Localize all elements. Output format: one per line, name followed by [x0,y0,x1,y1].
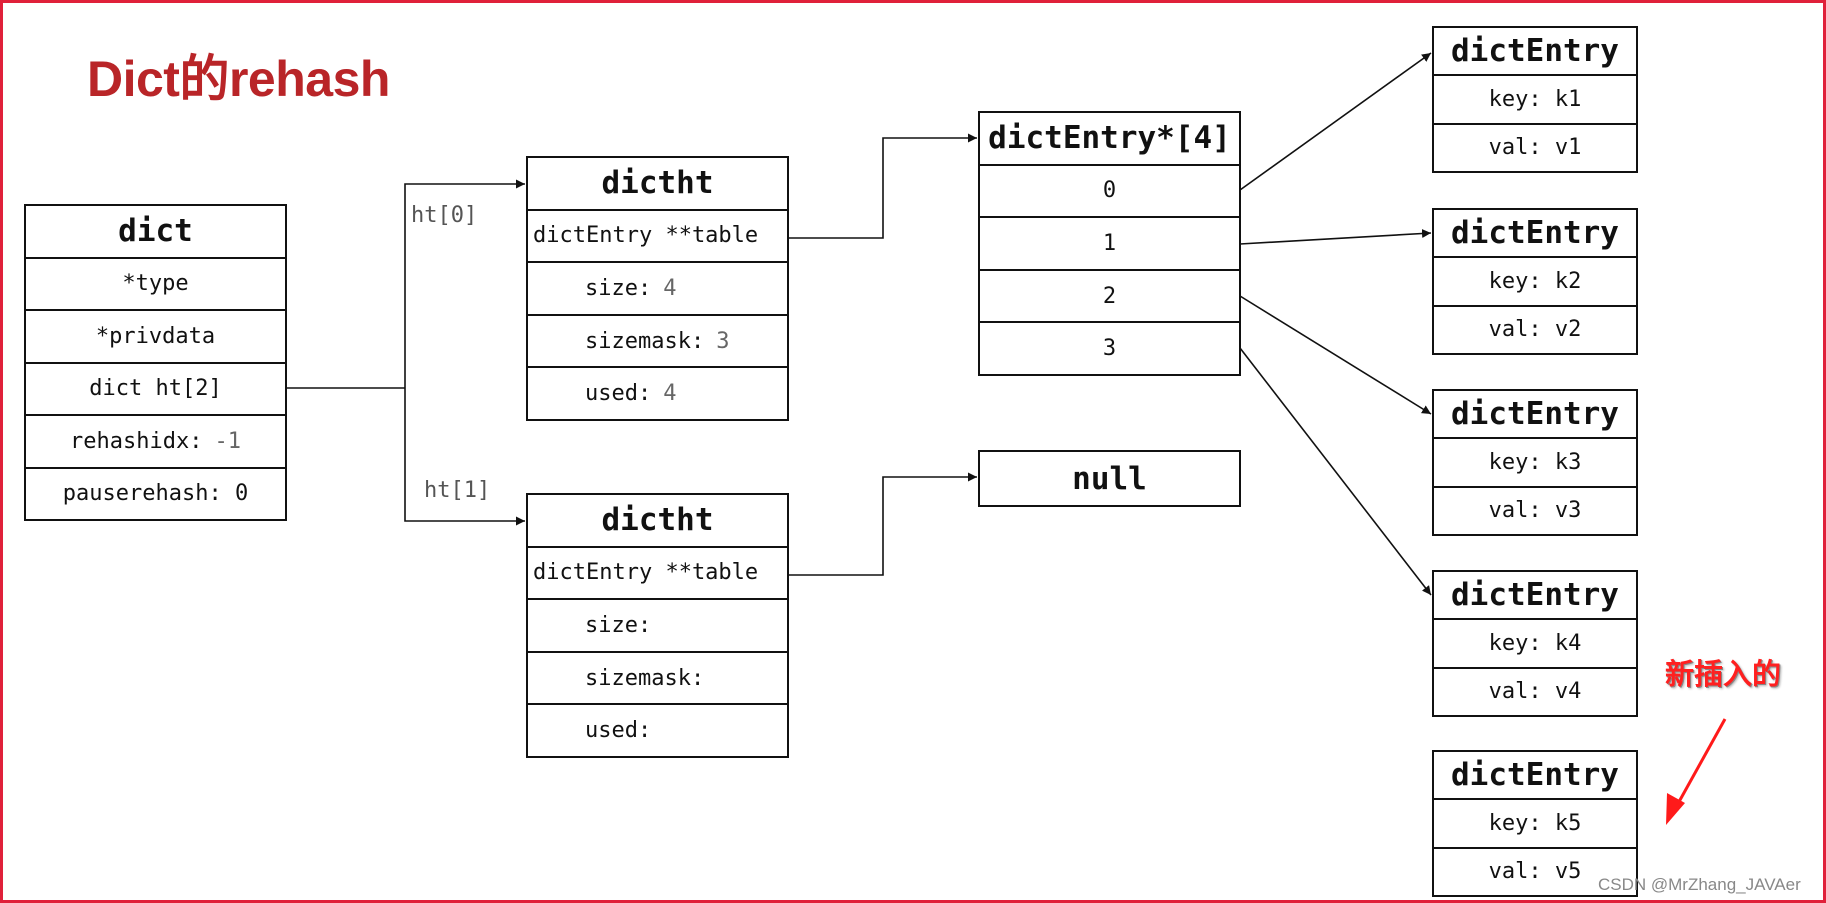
dict-field-ht: dict ht[2] [26,361,285,415]
entry-key: key: k3 [1434,437,1636,485]
dict-field-type: *type [26,256,285,310]
entry-val: val: v3 [1434,485,1636,534]
dictht0-size: size: 4 [528,261,787,314]
entry-key: key: k5 [1434,798,1636,846]
array-slot-1: 1 [980,216,1239,269]
entry-header: dictEntry [1451,757,1619,794]
entry-header: dictEntry [1451,33,1619,70]
dictht0-header: dictht [601,165,714,202]
ht0-arrow [404,179,525,388]
size-value: 4 [663,275,677,301]
array-slot-0: 0 [980,163,1239,217]
rehashidx-value: -1 [214,428,241,454]
dictentry-k4: dictEntry key: k4 val: v4 [1432,570,1638,717]
entry-key: key: k1 [1434,74,1636,122]
null-box: null [978,450,1241,507]
dictht-0: dictht dictEntry **table size: 4 sizemask… [526,156,789,421]
ht0-label: ht[0] [411,203,478,228]
dictentry-k1: dictEntry key: k1 val: v1 [1432,26,1638,173]
array-slot-3: 3 [980,321,1239,374]
dictentry-k3: dictEntry key: k3 val: v3 [1432,389,1638,536]
array-header: dictEntry*[4] [988,120,1231,157]
entry-val: val: v1 [1434,122,1636,171]
dictht1-sizemask: sizemask: [528,650,787,704]
diagram-title: Dict的rehash [87,51,390,107]
sizemask-label: sizemask: [585,328,705,354]
dict-field-pauserehash: pauserehash: 0 [26,466,285,520]
dict-struct: dict *type *privdata dict ht[2] rehashid… [24,204,287,521]
entry-header: dictEntry [1451,215,1619,252]
table1-arrow [788,472,977,576]
slot3-arrow [1239,347,1432,596]
array-slot-2: 2 [980,268,1239,322]
slot1-arrow [1239,229,1432,245]
ht1-arrow [404,388,525,526]
red-arrow-icon [1666,718,1727,825]
dictht0-sizemask: sizemask: 3 [528,313,787,367]
entry-val: val: v4 [1434,666,1636,715]
dictht0-table: dictEntry **table [528,208,787,262]
ht1-label: ht[1] [424,478,491,503]
dictht1-header: dictht [601,502,714,539]
slot2-arrow [1239,295,1432,415]
used-value: 4 [663,381,677,407]
watermark: CSDN @MrZhang_JAVAer [1598,875,1801,894]
dictht1-used: used: [528,703,787,756]
new-insert-note: 新插入的 [1665,657,1782,691]
sizemask-value: 3 [716,328,730,354]
dict-field-privdata: *privdata [26,309,285,362]
connector-lines [284,52,1727,825]
entry-header: dictEntry [1451,577,1619,614]
dictht1-table: dictEntry **table [528,545,787,599]
entry-val: val: v2 [1434,304,1636,353]
table0-arrow [788,133,977,239]
dictht1-size: size: [528,598,787,651]
size-label: size: [585,275,652,301]
dictht-1: dictht dictEntry **table size: sizemask:… [526,493,789,758]
entry-header: dictEntry [1451,396,1619,433]
rehashidx-label: rehashidx: [70,428,203,454]
dictht0-used: used: 4 [528,366,787,419]
null-label: null [1072,460,1147,497]
dictentry-array: dictEntry*[4] 0 1 2 3 [978,111,1241,376]
entry-key: key: k4 [1434,618,1636,666]
slot0-arrow [1239,52,1432,191]
dictentry-k5-new: dictEntry key: k5 val: v5 [1432,750,1638,897]
dictentry-k2: dictEntry key: k2 val: v2 [1432,208,1638,355]
used-label: used: [585,381,652,407]
dict-field-rehashidx: rehashidx: -1 [26,414,285,467]
entry-key: key: k2 [1434,256,1636,304]
dict-header: dict [118,213,193,250]
entry-val: val: v5 [1434,846,1636,895]
